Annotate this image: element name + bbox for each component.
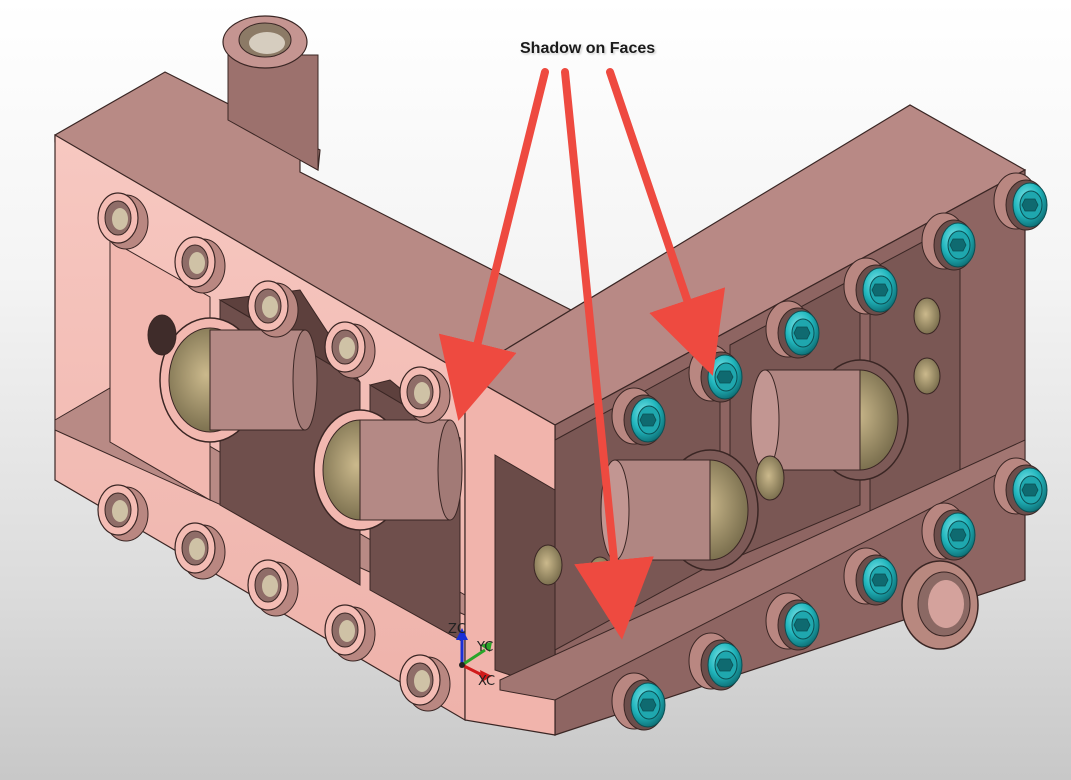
screw-head-icon [688,632,743,691]
counterbore-icon [247,559,299,617]
annotation-arrows [438,68,726,640]
counterbore-icon [247,280,299,338]
screw-head-icon [843,547,898,606]
counterbore-icon [97,192,149,250]
arrow-2 [561,68,654,640]
screw-head-icon [611,672,666,731]
counterbore-icon [399,654,451,712]
counterbore-group-left [97,192,451,712]
annotation-label: Shadow on Faces [520,40,656,57]
counterbore-icon [324,604,376,662]
triad-z-label: ZC [448,622,466,637]
counterbore-icon [324,321,376,379]
screw-head-icon [611,387,666,446]
screw-head-icon [921,212,976,271]
screw-head-icon [765,592,820,651]
screw-head-icon [921,502,976,561]
bore-right-small-4 [913,297,941,335]
bore-right-small-5 [913,357,941,395]
screw-head-icon [843,257,898,316]
screw-head-icon [993,172,1048,231]
vertical-riser [227,54,319,171]
arrow-1 [438,68,549,421]
bore-right-small-2 [587,556,613,594]
counterbore-icon [97,484,149,542]
bore-right-small-3 [755,455,785,501]
bore-small-left [147,314,177,356]
triad-y-label: YC [477,640,494,655]
counterbore-icon [174,522,226,580]
screw-head-icon [765,300,820,359]
coordinate-triad [456,628,492,682]
screw-head-icon [993,457,1048,516]
counterbore-icon [174,236,226,294]
bore-right-small-1 [533,544,563,586]
arrow-3 [606,68,726,376]
triad-x-label: XC [478,674,496,689]
